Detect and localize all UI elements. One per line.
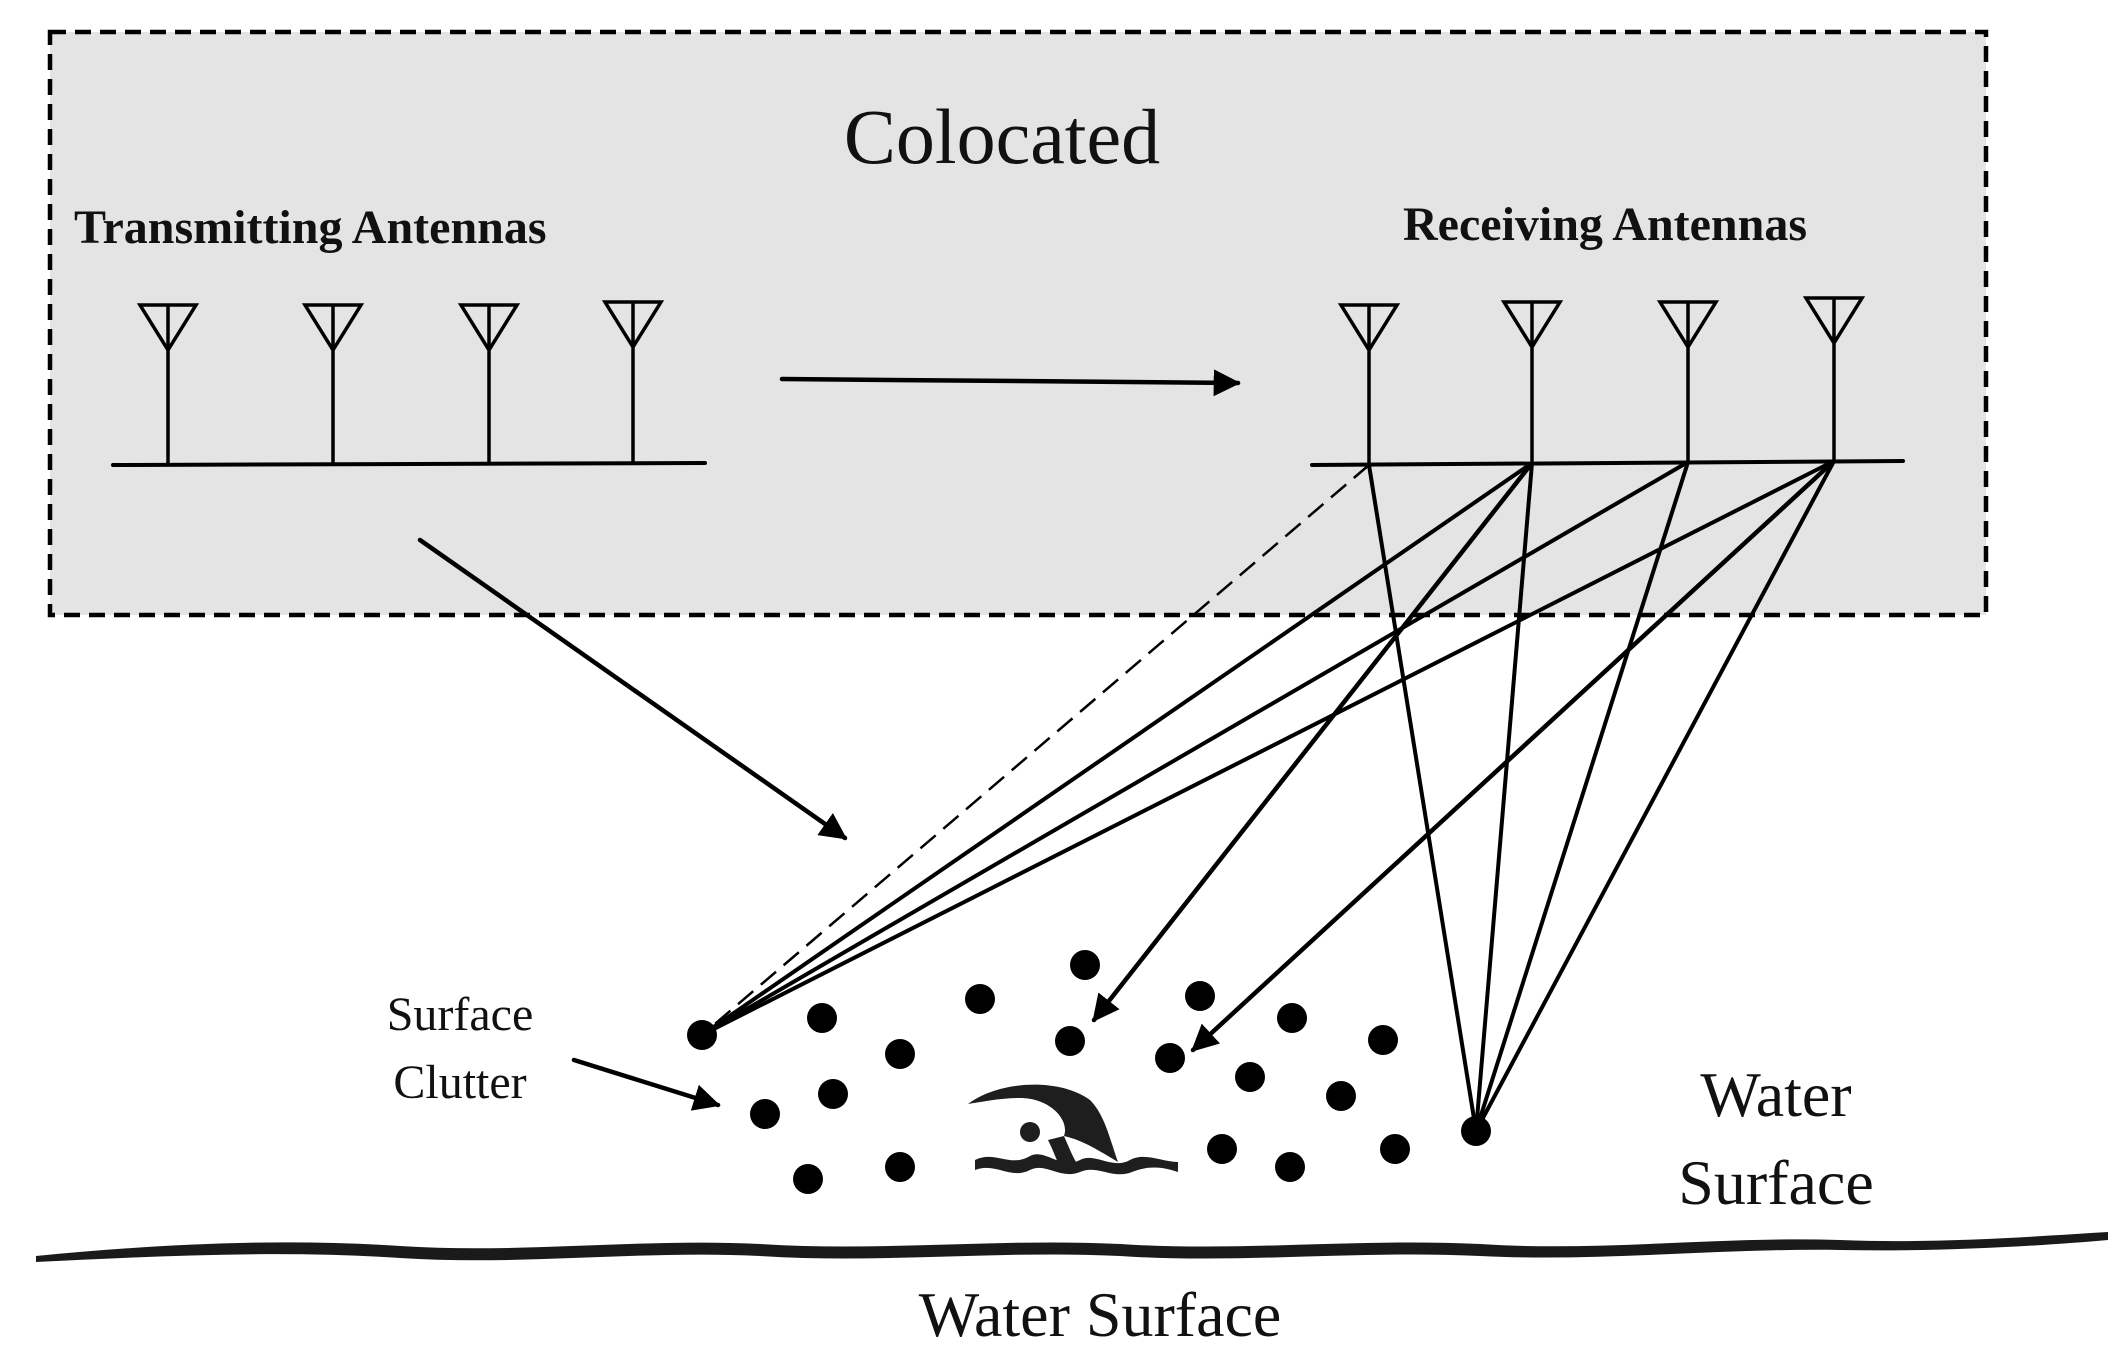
clutter-point [1155,1043,1185,1073]
clutter-point [1235,1062,1265,1092]
bottom-water-surface-label: Water Surface [919,1279,1282,1350]
water-label-line1: Water [1700,1059,1851,1130]
clutter-point [885,1152,915,1182]
clutter-point [1326,1081,1356,1111]
surface-clutter-label-line2: Clutter [393,1056,526,1109]
surface-clutter-arrow [571,1057,721,1111]
echo-path [1474,460,1690,1133]
tx-antenna-icon [601,300,665,464]
receiving-antennas-label: Receiving Antennas [1403,198,1807,251]
clutter-point [1461,1116,1491,1146]
tx-antenna-icon [136,303,200,466]
swimmer-icon [968,1084,1178,1175]
water-label-line2: Surface [1678,1147,1873,1218]
dashed-path [701,464,1370,1036]
rx-antenna-icon [1337,303,1401,465]
tx-antenna-icon [301,303,365,465]
rx-antenna-icon [1802,296,1866,461]
clutter-point [818,1079,848,1109]
clutter-point [1070,950,1100,980]
echo-arrow [1091,460,1535,1023]
echo-path [1474,459,1836,1133]
receive-array [1310,296,1905,467]
clutter-point [1380,1134,1410,1164]
surface-clutter-label-line1: Surface [387,988,534,1041]
clutter-points [687,950,1491,1194]
transmit-beam-arrow [417,537,848,841]
water-surface-wave [36,1232,2108,1262]
rx-antenna-icon [1500,300,1564,463]
tx-antenna-icon [457,303,521,465]
clutter-point [1055,1026,1085,1056]
colocated-title: Colocated [844,93,1160,180]
echo-path [1367,463,1478,1133]
transmitting-antennas-label: Transmitting Antennas [74,201,547,254]
clutter-point [1277,1003,1307,1033]
clutter-point [807,1003,837,1033]
reception-paths [700,458,1837,1133]
echo-path [1474,461,1534,1133]
clutter-point [1368,1025,1398,1055]
clutter-point [687,1020,717,1050]
echo-path [700,459,1836,1037]
clutter-point [793,1164,823,1194]
tx-to-rx-arrow [779,369,1241,397]
transmit-array [111,300,707,467]
rx-antenna-icon [1656,300,1720,462]
clutter-point [750,1099,780,1129]
colocated-box [47,29,1989,618]
clutter-point [965,984,995,1014]
clutter-point [885,1039,915,1069]
clutter-point [1207,1134,1237,1164]
clutter-point [1275,1152,1305,1182]
echo-arrow [1190,458,1837,1053]
echo-path [700,461,1534,1037]
clutter-point [1185,981,1215,1011]
